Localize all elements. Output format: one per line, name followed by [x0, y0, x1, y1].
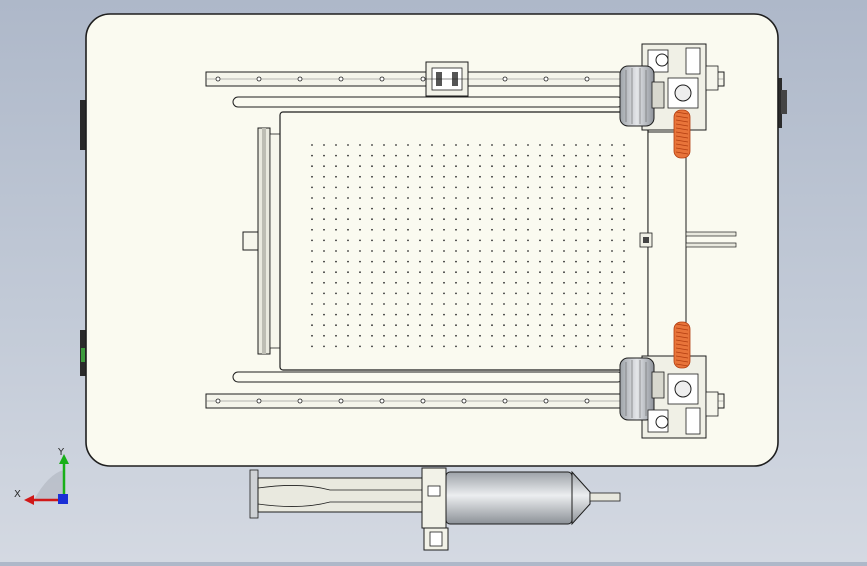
x-axis-label: X [14, 489, 21, 500]
vacuum-table[interactable] [279, 111, 687, 371]
vacuum-hole-grid [311, 144, 625, 348]
spring-bottom [673, 321, 691, 369]
rail-slider-block[interactable] [425, 61, 469, 97]
pneumatic-cylinder[interactable] [249, 467, 621, 551]
left-edge-connectors [80, 100, 86, 376]
axis-triad: Y X [14, 447, 69, 505]
z-axis-marker [58, 494, 68, 504]
right-rods [685, 231, 737, 248]
left-guide-bar [242, 127, 283, 355]
spring-top [673, 109, 691, 159]
stepper-motor-bottom[interactable] [619, 355, 719, 439]
bottom-linear-rail [205, 371, 725, 409]
y-axis-label: Y [57, 447, 65, 458]
stepper-motor-top[interactable] [619, 43, 719, 131]
